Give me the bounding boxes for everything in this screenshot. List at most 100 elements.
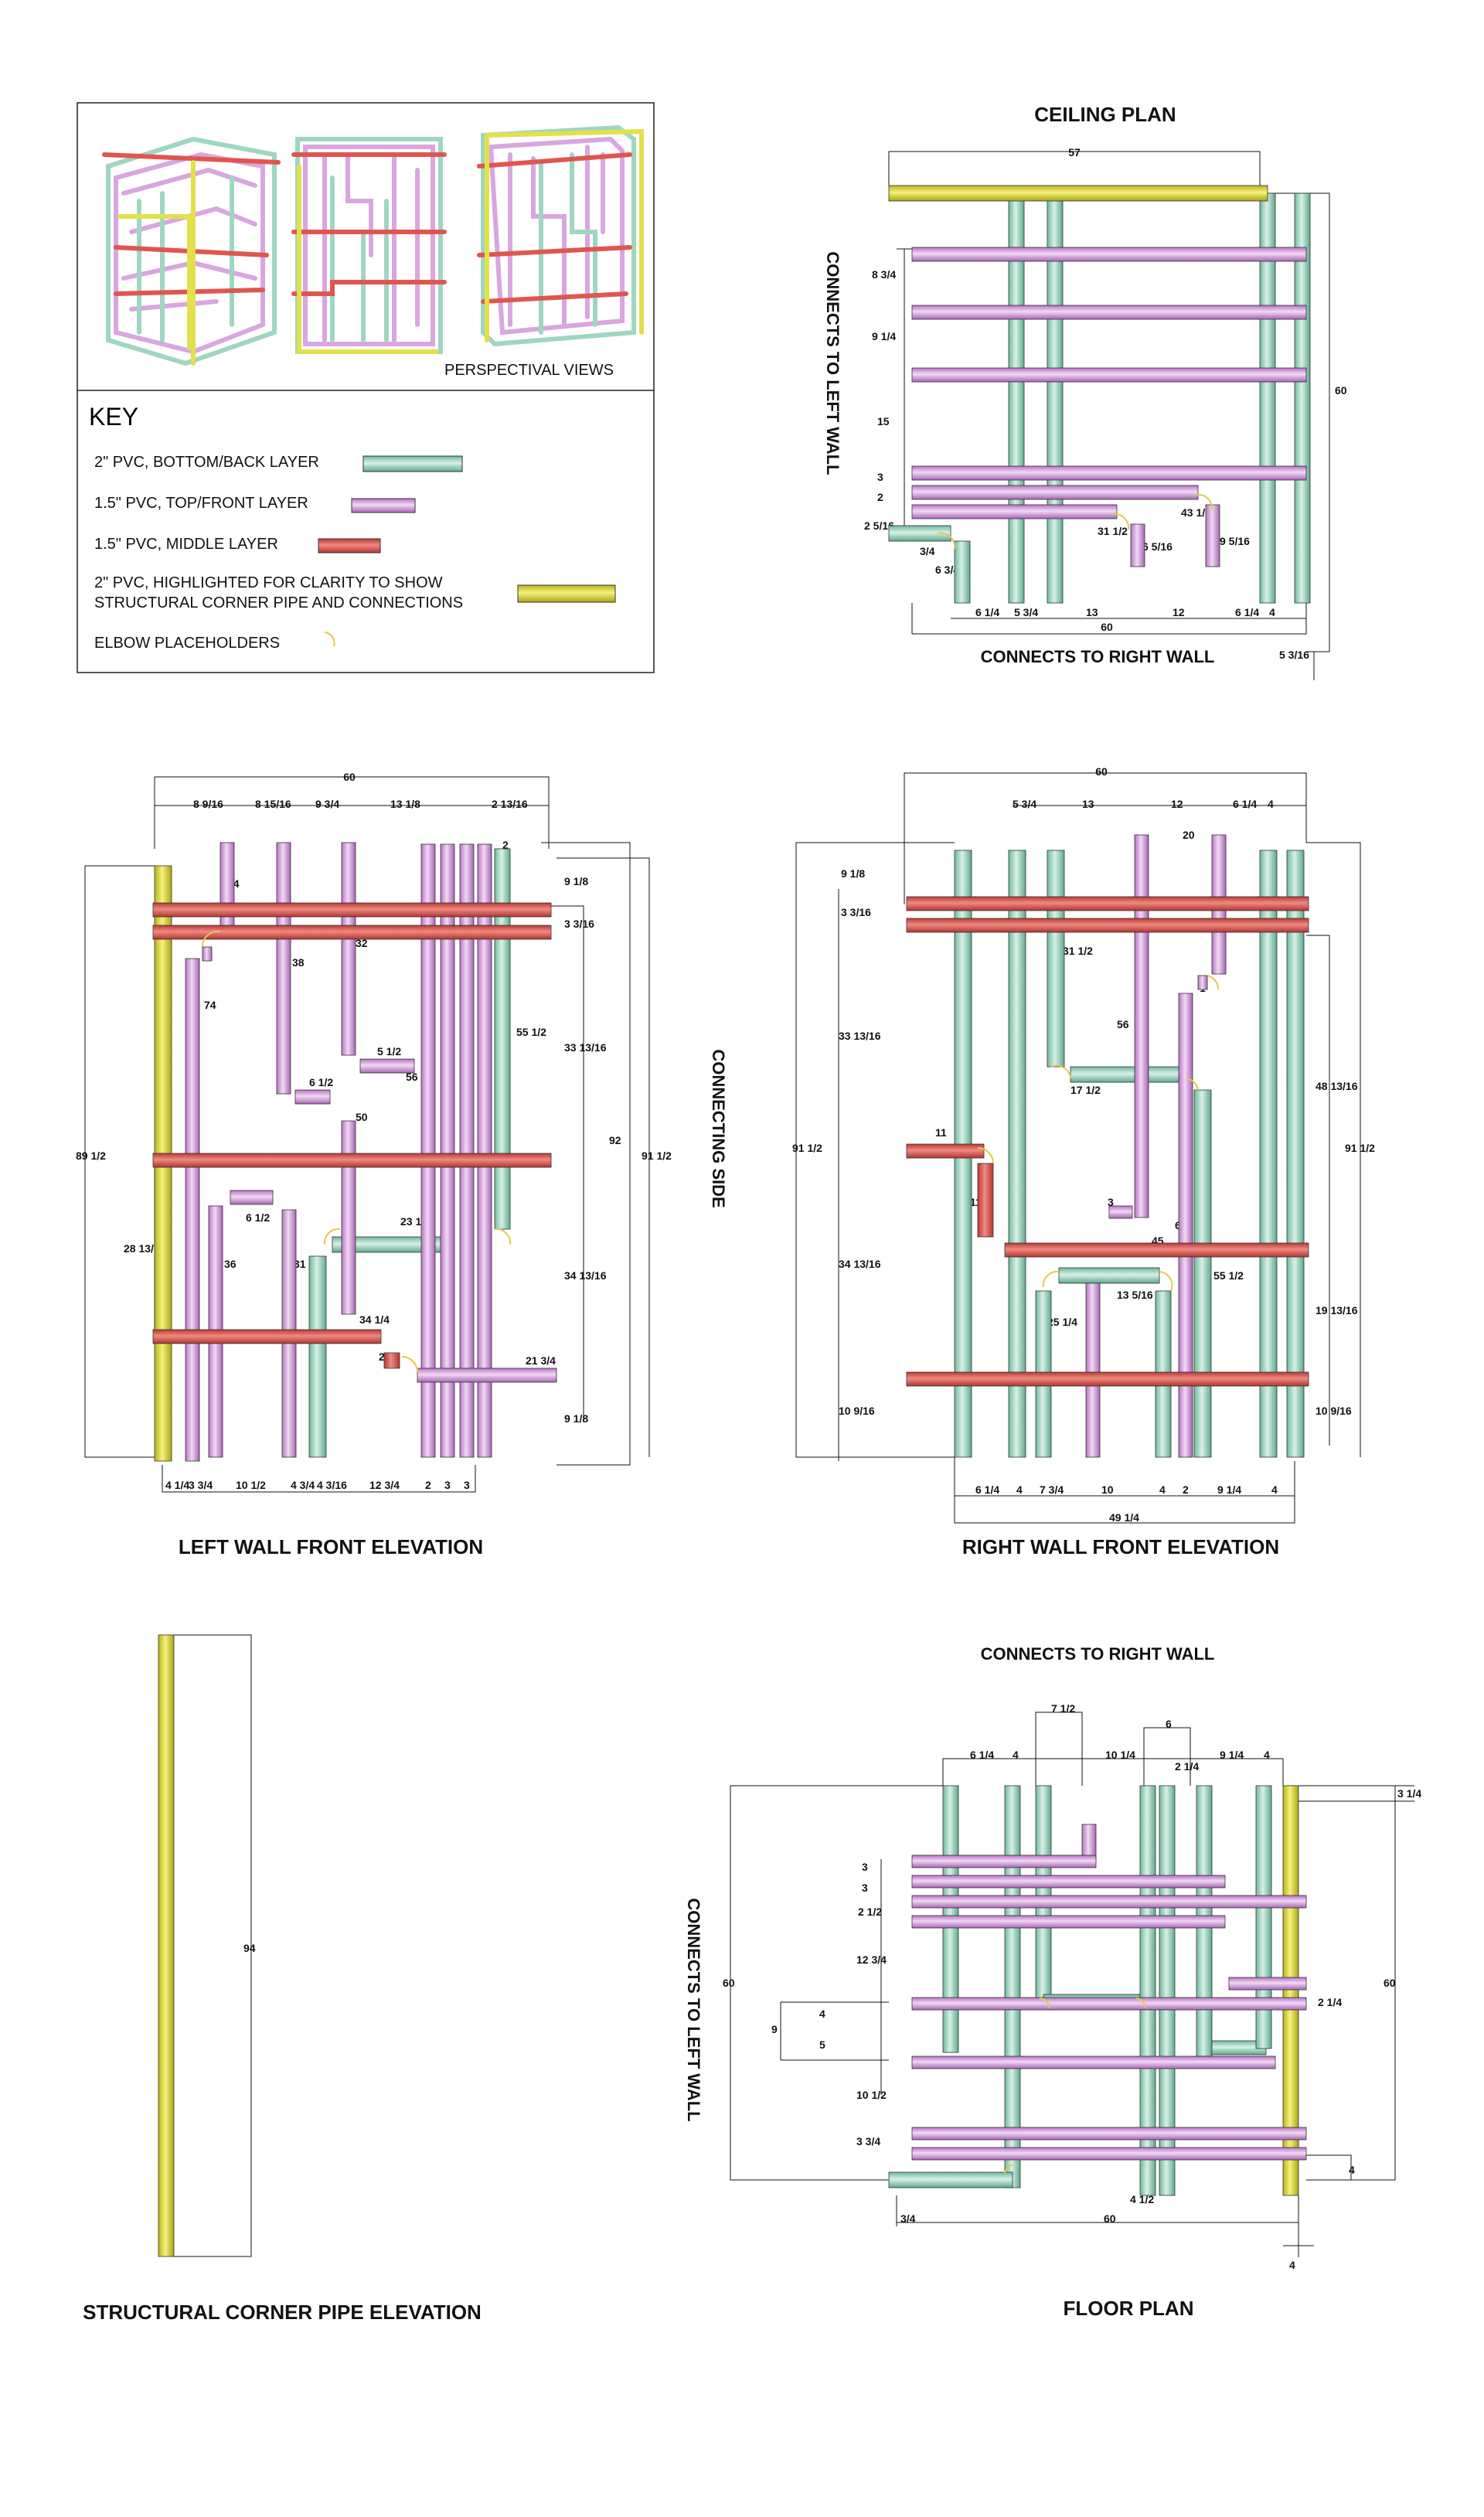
- svg-text:3 3/16: 3 3/16: [841, 906, 871, 918]
- corner-pipe-elevation: 94 STRUCTURAL CORNER PIPE ELEVATION: [83, 1634, 482, 2324]
- svg-text:31 1/2: 31 1/2: [1063, 945, 1093, 957]
- svg-text:8 3/4: 8 3/4: [872, 268, 896, 281]
- svg-text:10 9/16: 10 9/16: [839, 1405, 875, 1417]
- svg-text:2 1/2: 2 1/2: [858, 1906, 882, 1918]
- svg-text:12 3/4: 12 3/4: [369, 1479, 400, 1491]
- ceiling-bottom-label: CONNECTS TO RIGHT WALL: [981, 647, 1215, 666]
- svg-text:20: 20: [1183, 829, 1195, 841]
- svg-text:2 1/4: 2 1/4: [1318, 1996, 1342, 2008]
- svg-text:6 1/2: 6 1/2: [246, 1211, 270, 1224]
- svg-text:6 1/2: 6 1/2: [309, 1076, 333, 1088]
- svg-text:4: 4: [1159, 1483, 1166, 1496]
- perspective-view-3: [477, 124, 644, 347]
- svg-text:33 13/16: 33 13/16: [564, 1041, 607, 1054]
- svg-text:3 3/4: 3 3/4: [856, 2135, 880, 2147]
- svg-text:60: 60: [343, 771, 356, 783]
- left-wall-elevation: LEFT WALL FRONT ELEVATION 60 8 9/16 8 15…: [76, 771, 672, 1558]
- svg-text:6 5/16: 6 5/16: [1142, 540, 1173, 553]
- svg-text:60: 60: [1384, 1977, 1396, 1989]
- key-heading: KEY: [89, 403, 138, 431]
- svg-text:3: 3: [877, 471, 883, 483]
- svg-text:4 3/4: 4 3/4: [291, 1479, 315, 1491]
- svg-text:11: 11: [935, 1126, 947, 1139]
- key-swatch-green: [362, 455, 463, 472]
- svg-text:5 1/2: 5 1/2: [377, 1045, 401, 1058]
- svg-text:2: 2: [425, 1479, 431, 1491]
- svg-text:9 1/4: 9 1/4: [872, 330, 896, 342]
- svg-text:4: 4: [1264, 1749, 1270, 1761]
- svg-text:56: 56: [1117, 1018, 1129, 1030]
- svg-text:4: 4: [1013, 1749, 1019, 1761]
- svg-text:2: 2: [502, 839, 509, 851]
- svg-text:4: 4: [1268, 798, 1274, 810]
- svg-text:48 13/16: 48 13/16: [1316, 1080, 1358, 1092]
- svg-text:19 13/16: 19 13/16: [1316, 1304, 1358, 1316]
- key-swatch-yellow: [517, 584, 616, 603]
- perspective-view-1: [102, 136, 281, 366]
- svg-text:91 1/2: 91 1/2: [792, 1142, 822, 1154]
- svg-text:5: 5: [819, 2038, 825, 2051]
- svg-text:43 1/2: 43 1/2: [1181, 506, 1211, 519]
- svg-text:50: 50: [356, 1111, 368, 1123]
- svg-text:25 1/4: 25 1/4: [1047, 1316, 1077, 1328]
- svg-text:4 3/16: 4 3/16: [317, 1479, 347, 1491]
- svg-text:36: 36: [224, 1258, 237, 1270]
- svg-text:4: 4: [1269, 606, 1275, 618]
- svg-text:57: 57: [1068, 146, 1081, 158]
- svg-text:32: 32: [356, 937, 368, 949]
- svg-text:3: 3: [862, 1882, 868, 1894]
- svg-text:6 1/4: 6 1/4: [975, 1483, 999, 1496]
- key-label-structural-1: 2" PVC, HIGHLIGHTED FOR CLARITY TO SHOW: [94, 574, 443, 591]
- svg-text:10: 10: [1101, 1483, 1114, 1496]
- svg-text:60: 60: [1101, 621, 1113, 633]
- svg-text:10 1/4: 10 1/4: [1105, 1749, 1135, 1761]
- svg-text:60: 60: [1104, 2212, 1116, 2225]
- svg-text:9 1/8: 9 1/8: [564, 875, 588, 887]
- svg-text:5 3/4: 5 3/4: [1014, 606, 1038, 618]
- corner-pipe-title: STRUCTURAL CORNER PIPE ELEVATION: [83, 2301, 482, 2324]
- svg-text:60: 60: [723, 1977, 735, 1989]
- floor-plan-title: FLOOR PLAN: [1064, 2297, 1194, 2320]
- svg-text:34 13/16: 34 13/16: [839, 1258, 881, 1270]
- perspective-view-2: [291, 137, 447, 354]
- svg-text:89 1/2: 89 1/2: [76, 1150, 106, 1162]
- right-wall-elevation: RIGHT WALL FRONT ELEVATION 60 5 3/4 13 1…: [792, 765, 1375, 1558]
- key-label-elbow: ELBOW PLACEHOLDERS: [94, 635, 280, 652]
- svg-text:92: 92: [609, 1134, 621, 1146]
- svg-text:6 3/4: 6 3/4: [935, 564, 959, 576]
- svg-text:3 3/16: 3 3/16: [564, 918, 594, 930]
- svg-text:10 9/16: 10 9/16: [1316, 1405, 1352, 1417]
- floor-top-label: CONNECTS TO RIGHT WALL: [981, 1644, 1215, 1664]
- svg-text:13 5/16: 13 5/16: [1117, 1289, 1153, 1301]
- svg-text:4: 4: [1349, 2164, 1355, 2176]
- ceiling-left-label: CONNECTS TO LEFT WALL: [823, 251, 842, 475]
- svg-text:12 3/4: 12 3/4: [856, 1953, 887, 1966]
- svg-text:55 1/2: 55 1/2: [516, 1026, 546, 1038]
- perspective-views-label: PERSPECTIVAL VIEWS: [444, 362, 614, 379]
- svg-text:6 1/4: 6 1/4: [1233, 798, 1257, 810]
- key-label-bottom-back: 2" PVC, BOTTOM/BACK LAYER: [94, 454, 319, 471]
- svg-text:3 3/4: 3 3/4: [189, 1479, 213, 1491]
- svg-text:2 1/4: 2 1/4: [1175, 1760, 1199, 1773]
- svg-text:4 1/2: 4 1/2: [1130, 2193, 1154, 2205]
- key-label-top-front: 1.5" PVC, TOP/FRONT LAYER: [94, 495, 308, 512]
- svg-text:5 3/4: 5 3/4: [1013, 798, 1036, 810]
- svg-text:9 1/4: 9 1/4: [1217, 1483, 1241, 1496]
- svg-text:2 5/16: 2 5/16: [864, 519, 894, 532]
- svg-text:21 3/4: 21 3/4: [526, 1354, 556, 1367]
- svg-text:74: 74: [204, 999, 216, 1011]
- left-wall-title: LEFT WALL FRONT ELEVATION: [179, 1535, 483, 1558]
- svg-text:55 1/2: 55 1/2: [1213, 1269, 1244, 1282]
- svg-text:5 3/16: 5 3/16: [1279, 649, 1309, 661]
- svg-text:6: 6: [1166, 1718, 1172, 1730]
- svg-text:6 1/4: 6 1/4: [1235, 606, 1259, 618]
- svg-text:12: 12: [1173, 606, 1185, 618]
- svg-text:4 1/4: 4 1/4: [165, 1479, 189, 1491]
- svg-text:94: 94: [243, 1942, 256, 1954]
- svg-text:7 3/4: 7 3/4: [1040, 1483, 1064, 1496]
- svg-text:10 1/2: 10 1/2: [856, 2089, 887, 2101]
- svg-text:13: 13: [1086, 606, 1098, 618]
- svg-text:6 1/4: 6 1/4: [970, 1749, 994, 1761]
- svg-text:9 1/8: 9 1/8: [564, 1412, 588, 1425]
- svg-text:8 9/16: 8 9/16: [193, 798, 223, 810]
